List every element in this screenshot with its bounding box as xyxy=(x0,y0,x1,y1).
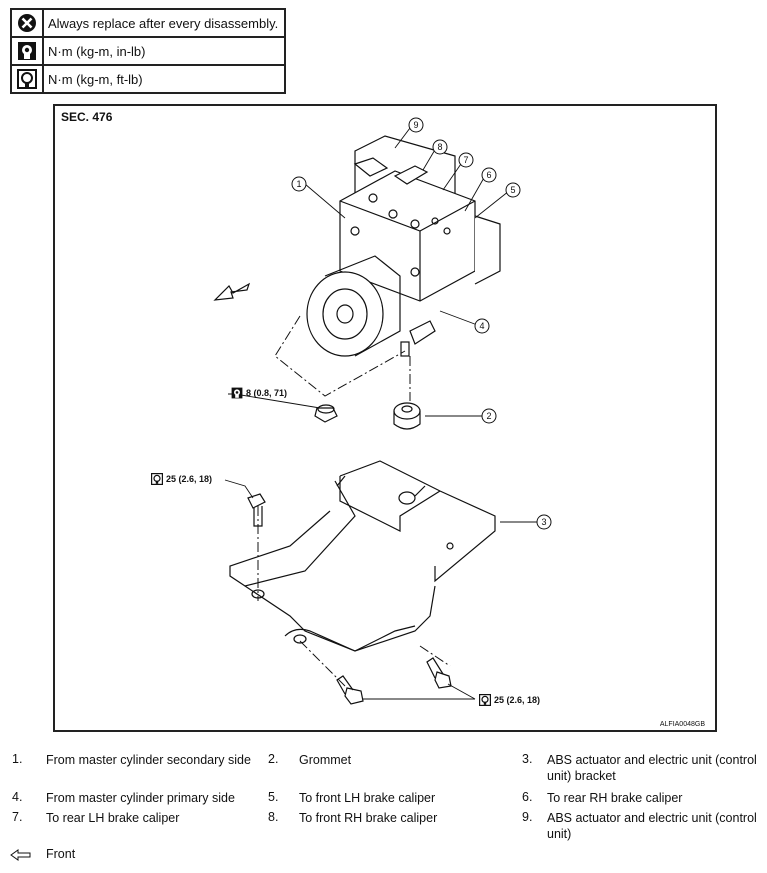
exploded-diagram: SEC. 476 xyxy=(53,104,717,732)
abs-actuator-unit xyxy=(306,135,501,357)
bolt-long-lower-left xyxy=(336,675,364,705)
figure-code: ALFIA0048GB xyxy=(659,721,705,728)
torque-value: 8 (0.8, 71) xyxy=(246,388,288,398)
legend-row: N·m (kg-m, in-lb) xyxy=(10,36,286,66)
callout-1: 1 xyxy=(296,179,301,189)
torque-label: 25 (2.6, 18) xyxy=(151,473,212,485)
bolt-long-lower-right xyxy=(426,657,452,689)
legend-text: Always replace after every disassembly. xyxy=(42,8,286,38)
part-number: 9. xyxy=(522,810,533,824)
part-number: 5. xyxy=(268,790,279,804)
part-number: 4. xyxy=(12,790,23,804)
part-description: ABS actuator and electric unit (control … xyxy=(547,753,757,783)
part-description: ABS actuator and electric unit (control … xyxy=(547,811,757,841)
torque-large-icon xyxy=(10,64,44,94)
callout-2: 2 xyxy=(486,411,491,421)
bolt-small xyxy=(314,404,338,423)
part-description: To rear RH brake caliper xyxy=(547,791,683,805)
grommet xyxy=(393,402,421,430)
torque-small-icon xyxy=(10,36,44,66)
callout-5: 5 xyxy=(510,185,515,195)
torque-value: 25 (2.6, 18) xyxy=(166,474,213,484)
part-description: From master cylinder secondary side xyxy=(46,753,251,767)
legend-row: Always replace after every disassembly. xyxy=(10,8,286,38)
callout-4: 4 xyxy=(479,321,484,331)
part-description: To rear LH brake caliper xyxy=(46,811,180,825)
torque-label: 8 (0.8, 71) xyxy=(231,387,287,399)
torque-small-icon xyxy=(231,387,243,399)
part-description: To front LH brake caliper xyxy=(299,791,436,805)
legend-text: N·m (kg-m, in-lb) xyxy=(42,36,286,66)
front-label: Front xyxy=(46,847,76,861)
legend-text: N·m (kg-m, ft-lb) xyxy=(42,64,286,94)
part-number: 6. xyxy=(522,790,533,804)
diagram-drawing: 1 2 3 4 5 6 7 8 9 xyxy=(213,117,552,705)
part-number: 8. xyxy=(268,810,279,824)
section-label: SEC. 476 xyxy=(61,110,113,124)
callout-3: 3 xyxy=(541,517,546,527)
bolt-long-upper xyxy=(247,493,266,527)
front-arrow-icon xyxy=(10,849,31,861)
torque-large-icon xyxy=(151,473,163,485)
front-arrow-icon xyxy=(213,282,251,301)
callout-6: 6 xyxy=(486,170,491,180)
part-description: To front RH brake caliper xyxy=(299,811,438,825)
part-description: From master cylinder primary side xyxy=(46,791,235,805)
callout-9: 9 xyxy=(413,120,418,130)
callout-8: 8 xyxy=(437,142,442,152)
torque-large-icon xyxy=(479,694,491,706)
part-number: 7. xyxy=(12,810,23,824)
torque-value: 25 (2.6, 18) xyxy=(494,695,541,705)
legend-row: N·m (kg-m, ft-lb) xyxy=(10,64,286,94)
part-number: 1. xyxy=(12,752,23,766)
part-description: Grommet xyxy=(299,753,352,767)
bracket xyxy=(229,460,496,652)
torque-label: 25 (2.6, 18) xyxy=(479,694,540,706)
replace-x-icon xyxy=(10,8,44,38)
callout-7: 7 xyxy=(463,155,468,165)
symbol-legend: Always replace after every disassembly. … xyxy=(10,8,286,94)
part-number: 2. xyxy=(268,752,279,766)
part-number: 3. xyxy=(522,752,533,766)
